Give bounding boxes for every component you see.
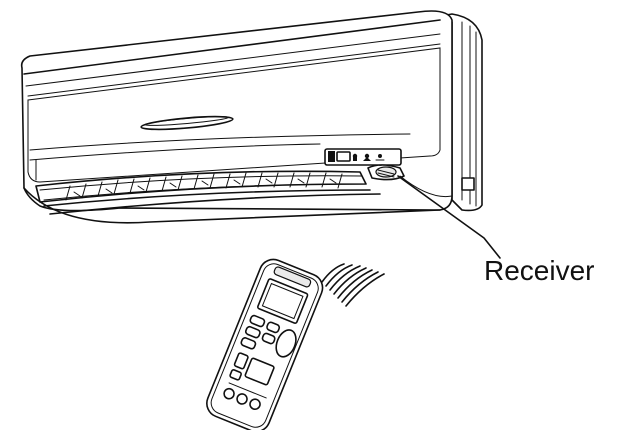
indicator-panel xyxy=(325,149,401,165)
infrared-signal-waves xyxy=(322,264,384,306)
indoor-unit xyxy=(22,11,482,223)
end-cap-tab xyxy=(462,178,474,190)
receiver-label: Receiver xyxy=(484,255,594,286)
remote-controller xyxy=(203,255,327,430)
